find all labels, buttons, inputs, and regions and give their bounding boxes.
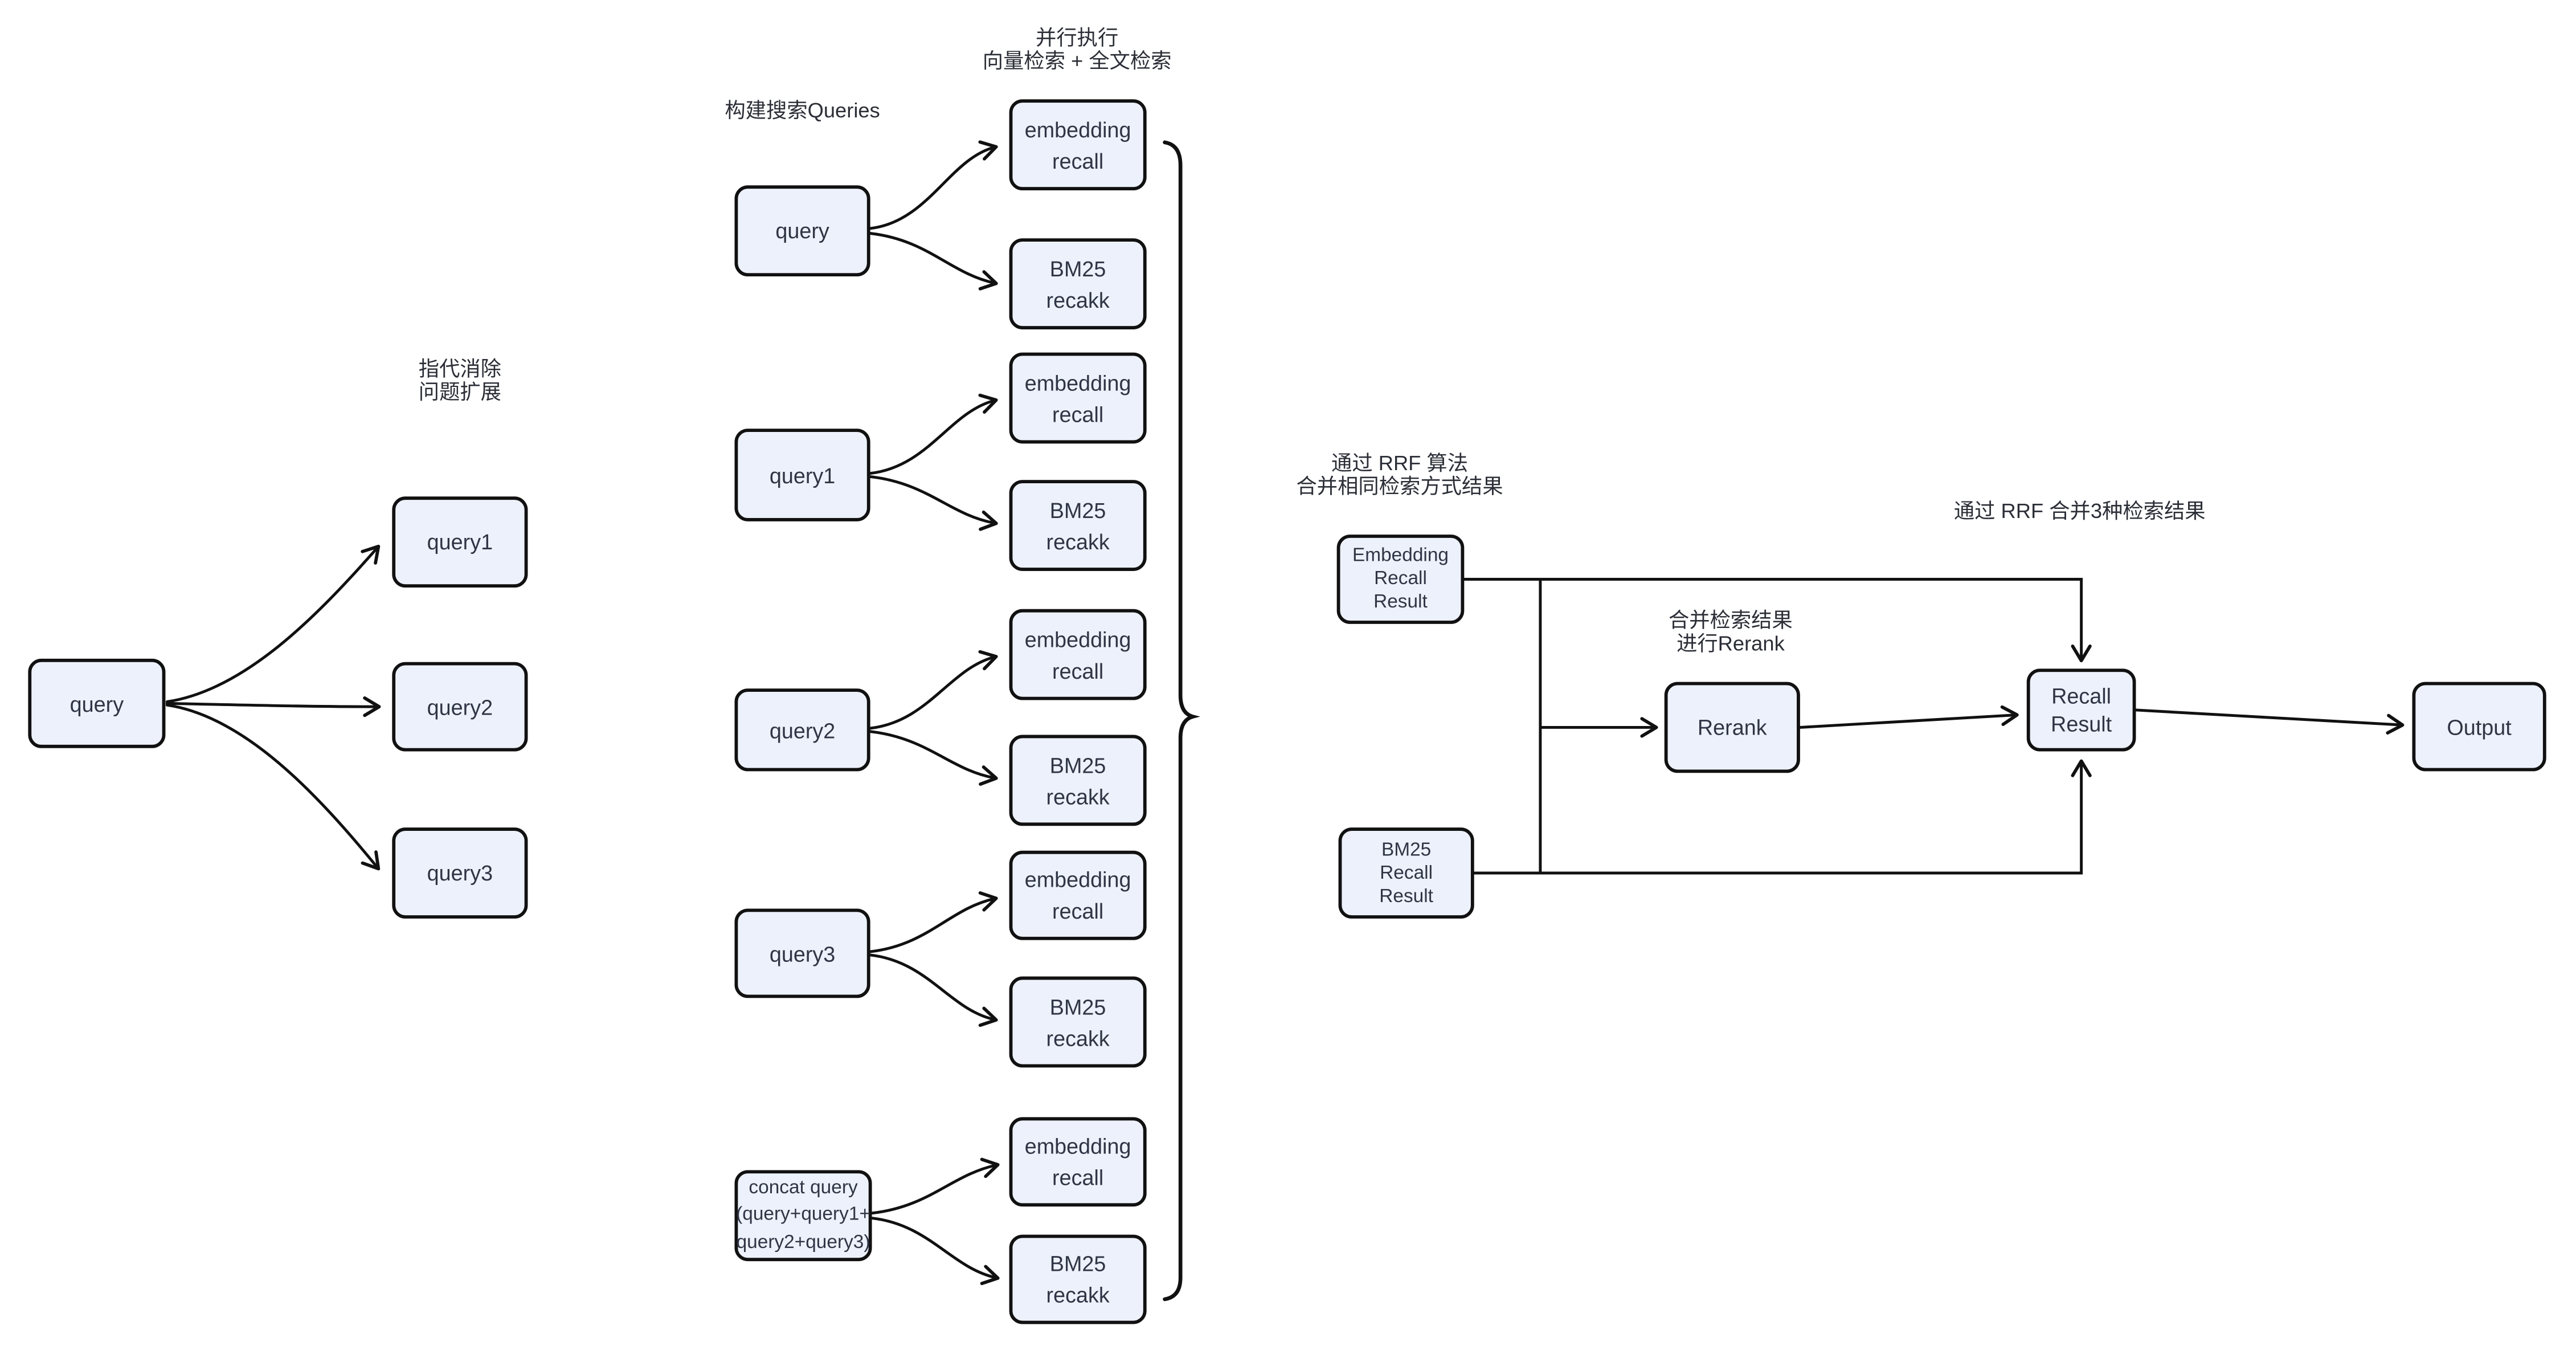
edge-midquery-to-bm25-1 — [869, 232, 998, 291]
node-embedding-recall-result: Embedding Recall Result — [1336, 535, 1465, 624]
edge-midquery1-to-bm25-2 — [869, 475, 998, 531]
brace — [1163, 140, 1200, 1302]
edge-rerank-to-recallresult — [1798, 705, 2019, 729]
label-coreference-expansion: 指代消除 问题扩展 — [418, 357, 502, 404]
node-concat-query: concat query (query+query1+ query2+query… — [734, 1170, 872, 1262]
edge-midquery2-to-embedding-3 — [869, 650, 998, 730]
edge-query-to-query2 — [165, 696, 381, 717]
node-mid-query1: query1 — [734, 429, 870, 521]
node-bm25-recall-1: BM25 recakk — [1009, 238, 1147, 329]
edge-midquery-to-embedding-1 — [869, 140, 998, 230]
node-embedding-recall-3: embedding recall — [1009, 609, 1147, 700]
node-recall-result: Recall Result — [2026, 668, 2136, 752]
edge-recallresult-to-output — [2134, 708, 2405, 735]
node-bm25-recall-result: BM25 Recall Result — [1338, 827, 1474, 919]
node-bm25-recall-3: BM25 recakk — [1009, 735, 1147, 826]
label-merge-rerank: 合并检索结果 进行Rerank — [1668, 609, 1793, 656]
node-left-query2: query2 — [392, 662, 528, 752]
edge-midquery3-to-embedding-4 — [869, 891, 998, 953]
node-output: Output — [2412, 682, 2546, 772]
node-mid-query: query — [734, 185, 870, 277]
edge-query-to-query1 — [165, 544, 381, 703]
label-build-queries: 构建搜索Queries — [725, 99, 880, 123]
node-left-query3: query3 — [392, 827, 528, 919]
node-left-query1: query1 — [392, 496, 528, 588]
edge-concat-to-embedding-5 — [870, 1157, 1000, 1215]
edge-query-to-query3 — [165, 703, 381, 871]
node-mid-query3: query3 — [734, 908, 870, 998]
node-rerank: Rerank — [1664, 682, 1800, 773]
edge-bm25rr-to-recallresult-bottom — [1473, 759, 2092, 875]
edge-midquery2-to-bm25-3 — [869, 730, 998, 786]
node-embedding-recall-2: embedding recall — [1009, 352, 1147, 444]
node-embedding-recall-1: embedding recall — [1009, 99, 1147, 190]
node-bm25-recall-4: BM25 recakk — [1009, 976, 1147, 1068]
edge-midquery3-to-bm25-4 — [869, 953, 998, 1027]
node-left-query: query — [28, 658, 166, 748]
node-embedding-recall-4: embedding recall — [1009, 850, 1147, 940]
edge-embrr-to-recallresult-top — [1462, 578, 2092, 663]
label-parallel-exec: 并行执行 向量检索 + 全文检索 — [982, 26, 1172, 73]
edge-midquery1-to-embedding-2 — [869, 393, 998, 475]
node-mid-query2: query2 — [734, 688, 870, 772]
node-bm25-recall-5: BM25 recakk — [1009, 1234, 1147, 1324]
label-rrf-merge-three: 通过 RRF 合并3种检索结果 — [1953, 500, 2206, 523]
edge-concat-to-bm25-5 — [870, 1217, 1000, 1286]
node-bm25-recall-2: BM25 recakk — [1009, 480, 1147, 571]
node-embedding-recall-5: embedding recall — [1009, 1117, 1147, 1207]
label-rrf-merge-same: 通过 RRF 算法 合并相同检索方式结果 — [1296, 451, 1503, 499]
